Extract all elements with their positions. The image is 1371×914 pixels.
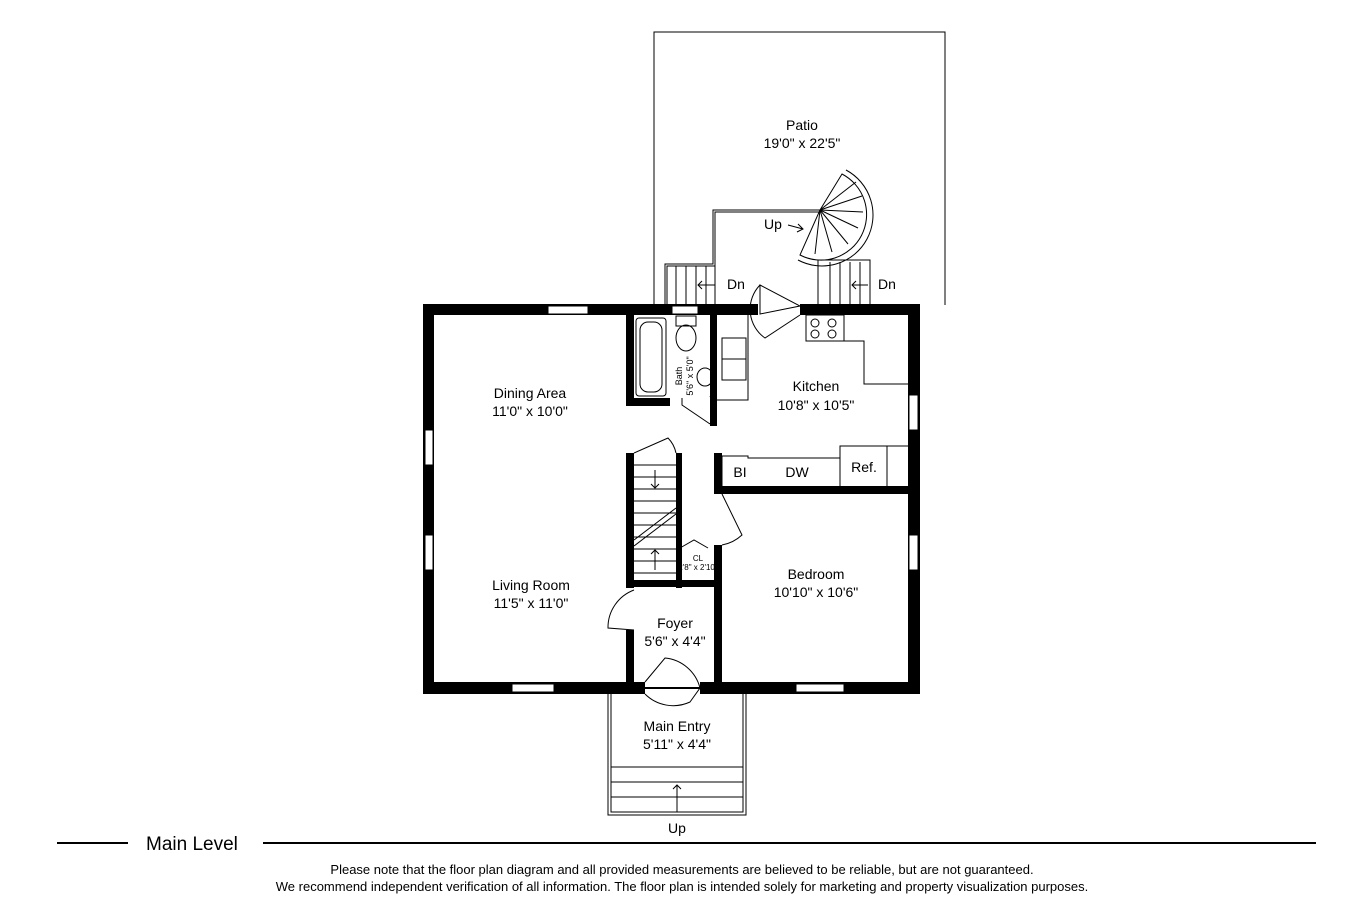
living-size: 11'5" x 11'0"	[494, 595, 569, 611]
doors	[607, 284, 802, 707]
closet-name: CL	[693, 554, 704, 563]
interior-walls	[626, 314, 910, 685]
entry-name: Main Entry	[644, 718, 711, 734]
arrow-icon	[697, 280, 715, 290]
bath-fixtures	[635, 315, 714, 425]
dining-size: 11'0" x 10'0"	[492, 403, 568, 419]
living-name: Living Room	[492, 577, 570, 593]
spiral-up-label: Up	[764, 216, 782, 232]
dn-right-label: Dn	[878, 276, 896, 292]
patio-name: Patio	[786, 117, 818, 133]
dining-name: Dining Area	[494, 385, 567, 401]
patio-size: 19'0" x 22'5"	[764, 135, 841, 151]
entry-up-label: Up	[668, 820, 686, 836]
dn-left-label: Dn	[727, 276, 745, 292]
arrow-up-icon	[650, 549, 660, 570]
kitchen-fixtures	[717, 314, 908, 486]
entry-stairs	[607, 694, 747, 816]
spiral-stair	[797, 169, 874, 267]
arrow-down-icon	[650, 470, 660, 489]
level-title: Main Level	[146, 834, 238, 855]
patio: Patio 19'0" x 22'5" Up Dn Dn	[653, 31, 946, 305]
arrow-icon	[787, 223, 804, 233]
disclaimer-line-2: We recommend independent verification of…	[276, 879, 1088, 894]
bi-label: BI	[733, 464, 746, 480]
foyer-size: 5'6" x 4'4"	[644, 633, 705, 649]
ref-label: Ref.	[851, 459, 877, 475]
bedroom-name: Bedroom	[788, 566, 845, 582]
dw-label: DW	[785, 464, 809, 480]
bedroom-size: 10'10" x 10'6"	[774, 584, 859, 600]
arrow-up-icon	[672, 784, 682, 812]
entry-size: 5'11" x 4'4"	[643, 736, 711, 752]
closet-size: 2'8" x 2'10"	[678, 563, 718, 572]
kitchen-name: Kitchen	[793, 378, 840, 394]
bath-name: Bath	[674, 367, 684, 386]
kitchen-size: 10'8" x 10'5"	[778, 397, 855, 413]
windows	[424, 305, 919, 693]
patio-stairs-right	[829, 262, 861, 305]
arrow-icon	[851, 280, 868, 290]
disclaimer-line-1: Please note that the floor plan diagram …	[330, 862, 1033, 877]
foyer-name: Foyer	[657, 615, 693, 631]
bath-size: 5'6" x 5'0"	[685, 356, 695, 395]
interior-stair	[633, 464, 677, 574]
